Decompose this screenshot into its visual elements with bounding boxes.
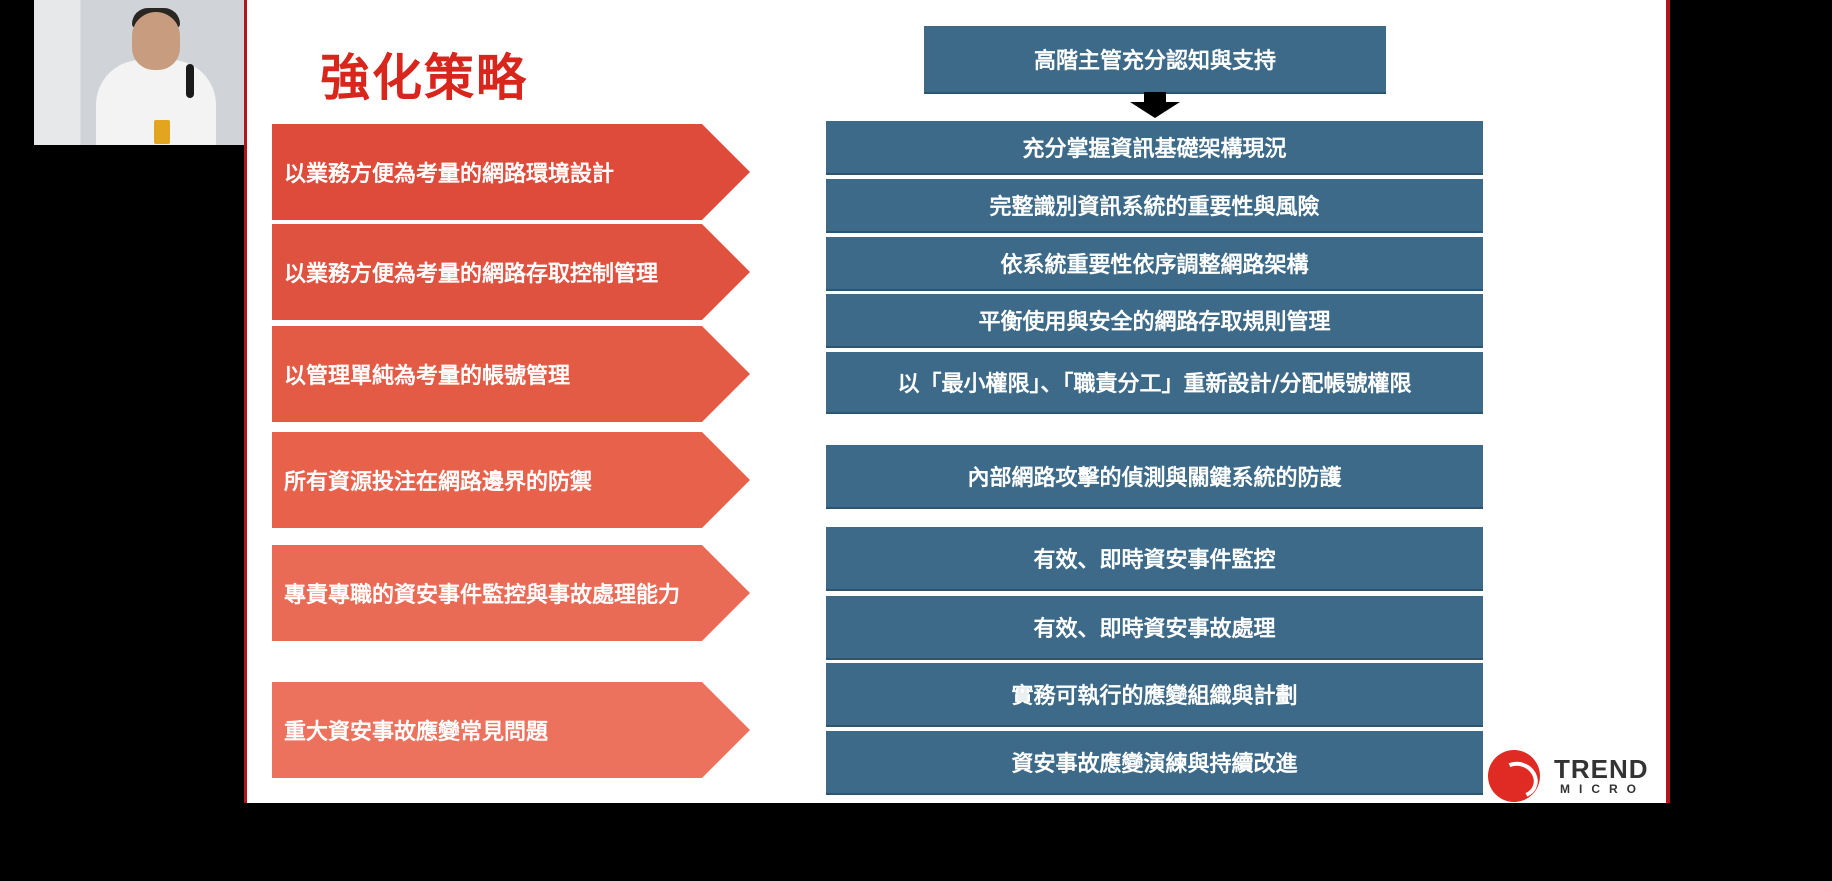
action-box-10: 資安事故應變演練與持續改進 [826, 731, 1483, 793]
strategy-chevron-label: 重大資安事故應變常見問題 [284, 720, 549, 745]
box-label: 有效、即時資安事件監控 [1033, 548, 1276, 573]
box-label: 內部網路攻擊的偵測與關鍵系統的防護 [967, 466, 1342, 491]
microphone-icon [186, 64, 194, 98]
strategy-chevron-6: 重大資安事故應變常見問題 [272, 682, 750, 778]
action-box-6: 內部網路攻擊的偵測與關鍵系統的防護 [826, 445, 1483, 507]
slide-border-right [1666, 0, 1670, 881]
logo-disc-icon [1488, 750, 1540, 802]
box-label: 平衡使用與安全的網路存取規則管理 [978, 310, 1331, 335]
box-label: 有效、即時資安事故處理 [1033, 617, 1276, 642]
box-label: 依系統重要性依序調整網路架構 [1000, 253, 1309, 278]
arrow-down-icon [1130, 92, 1180, 118]
strategy-chevron-label: 以管理單純為考量的帳號管理 [284, 364, 571, 389]
logo-text-micro: MICRO [1560, 782, 1645, 796]
strategy-chevron-label: 以業務方便為考量的網路環境設計 [284, 162, 615, 187]
action-box-2: 完整識別資訊系統的重要性與風險 [826, 179, 1483, 231]
action-box-7: 有效、即時資安事件監控 [826, 527, 1483, 589]
strategy-chevron-label: 以業務方便為考量的網路存取控制管理 [284, 262, 659, 287]
strategy-chevron-1: 以業務方便為考量的網路環境設計 [272, 124, 750, 220]
strategy-chevron-5: 專責專職的資安事件監控與事故處理能力 [272, 545, 750, 641]
strategy-chevron-label: 所有資源投注在網路邊界的防禦 [284, 470, 593, 495]
executive-support-box: 高階主管充分認知與支持 [924, 26, 1386, 92]
strategy-chevron-label: 專責專職的資安事件監控與事故處理能力 [284, 583, 681, 608]
logo-text-trend: TREND [1554, 754, 1649, 784]
strategy-chevron-2: 以業務方便為考量的網路存取控制管理 [272, 224, 750, 320]
box-label: 資安事故應變演練與持續改進 [1011, 752, 1298, 777]
box-label: 以「最小權限」、「職責分工」重新設計/分配帳號權限 [897, 372, 1412, 397]
action-box-3: 依系統重要性依序調整網路架構 [826, 237, 1483, 289]
box-label: 實務可執行的應變組織與計劃 [1011, 684, 1298, 709]
slide-title: 強化策略 [320, 49, 528, 107]
box-label: 完整識別資訊系統的重要性與風險 [989, 195, 1320, 220]
action-box-8: 有效、即時資安事故處理 [826, 596, 1483, 658]
strategy-chevron-3: 以管理單純為考量的帳號管理 [272, 326, 750, 422]
cup-icon [154, 120, 170, 144]
strategy-chevron-4: 所有資源投注在網路邊界的防禦 [272, 432, 750, 528]
trend-micro-logo: TREND MICRO [1488, 748, 1660, 804]
action-box-1: 充分掌握資訊基礎架構現況 [826, 121, 1483, 173]
presenter-head [132, 12, 180, 70]
action-box-5: 以「最小權限」、「職責分工」重新設計/分配帳號權限 [826, 352, 1483, 412]
action-box-9: 實務可執行的應變組織與計劃 [826, 663, 1483, 725]
slide-border-left [244, 0, 247, 881]
box-label: 高階主管充分認知與支持 [1033, 49, 1276, 74]
bottom-band [244, 803, 1670, 881]
action-box-4: 平衡使用與安全的網路存取規則管理 [826, 294, 1483, 346]
box-label: 充分掌握資訊基礎架構現況 [1022, 137, 1287, 162]
webcam-feed [34, 0, 266, 145]
